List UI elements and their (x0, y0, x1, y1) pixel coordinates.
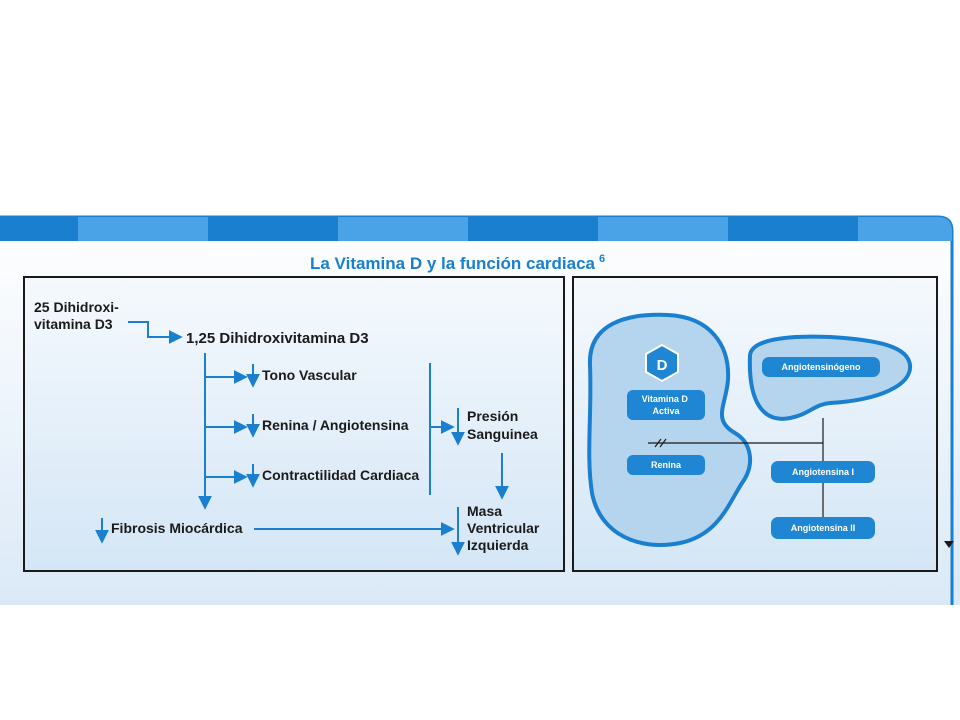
source-label: 25 Dihidroxi- vitamina D3 (34, 299, 123, 332)
angiotensinogeno-label: Angiotensinógeno (782, 362, 861, 372)
left-panel (23, 276, 565, 572)
vitamina-d-activa-box (627, 390, 705, 420)
source-to-active-arrow (128, 321, 183, 344)
effect-contractilidad: Contractilidad Cardiaca (262, 467, 419, 483)
vitamina-d-activa-label: Vitamina D Activa (642, 394, 691, 416)
angiotensina-2-box (771, 517, 875, 539)
scroll-down-icon[interactable] (944, 541, 954, 548)
effect-tono-vascular: Tono Vascular (262, 367, 357, 383)
vitamin-d-badge-icon (645, 343, 679, 383)
fibrosis-label: Fibrosis Miocárdica (111, 520, 243, 536)
vitamin-d-badge-label: D (657, 357, 668, 374)
active-vitamin-label: 1,25 Dihidroxivitamina D3 (186, 330, 369, 347)
renin-angiotensin-diagram: D Vitamina D Activa Renina Angiotensinóg… (587, 312, 913, 547)
inhibition-mark-1 (654, 438, 662, 448)
renina-label: Renina (651, 460, 682, 470)
angiotensina-1-label: Angiotensina I (792, 467, 854, 477)
mass-label: Masa Ventricular Izquierda (467, 503, 543, 553)
title-reference: 6 (599, 253, 605, 265)
renina-box (627, 455, 705, 475)
left-pathway: 25 Dihidroxi- vitamina D3 1,25 Dihidroxi… (34, 299, 543, 556)
angiotensina-2-label: Angiotensina II (791, 523, 856, 533)
effect-renina-angiotensina: Renina / Angiotensina (262, 417, 409, 433)
angiotensina-1-box (771, 461, 875, 483)
pressure-label: Presión Sanguinea (467, 408, 538, 442)
angiotensinogeno-box (762, 357, 880, 377)
kidney-shape (587, 312, 753, 547)
inhibition-mark-2 (659, 438, 667, 448)
header-stripe (0, 217, 952, 241)
